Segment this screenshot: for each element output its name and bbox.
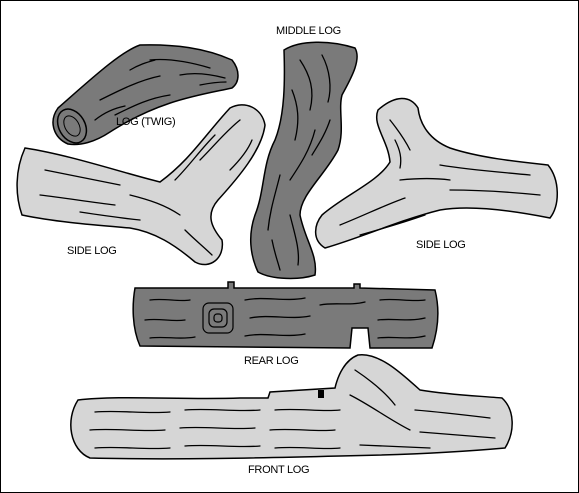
- right-side-log: [316, 98, 558, 248]
- front-log: [71, 355, 512, 459]
- twig-log-label: LOG (TWIG): [116, 116, 175, 128]
- front-log-label: FRONT LOG: [248, 464, 309, 476]
- right-side-log-label: SIDE LOG: [416, 239, 466, 251]
- rear-log-label: REAR LOG: [244, 355, 298, 367]
- rear-log: [133, 282, 438, 348]
- middle-log-label: MIDDLE LOG: [276, 25, 341, 37]
- left-side-log-label: SIDE LOG: [67, 245, 117, 257]
